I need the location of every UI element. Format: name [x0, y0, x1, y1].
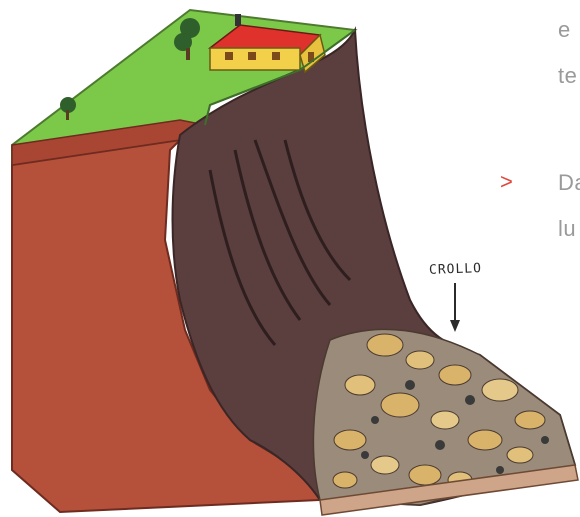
side-text-line-4: lu: [558, 218, 576, 240]
side-text-line-1: e: [558, 19, 571, 41]
side-text-line-3: Da: [558, 172, 580, 194]
side-text-line-2: te: [558, 65, 577, 87]
crollo-arrow-head: [450, 320, 460, 332]
crollo-label: CROLLO: [429, 261, 482, 278]
bullet-marker: >: [500, 171, 513, 193]
